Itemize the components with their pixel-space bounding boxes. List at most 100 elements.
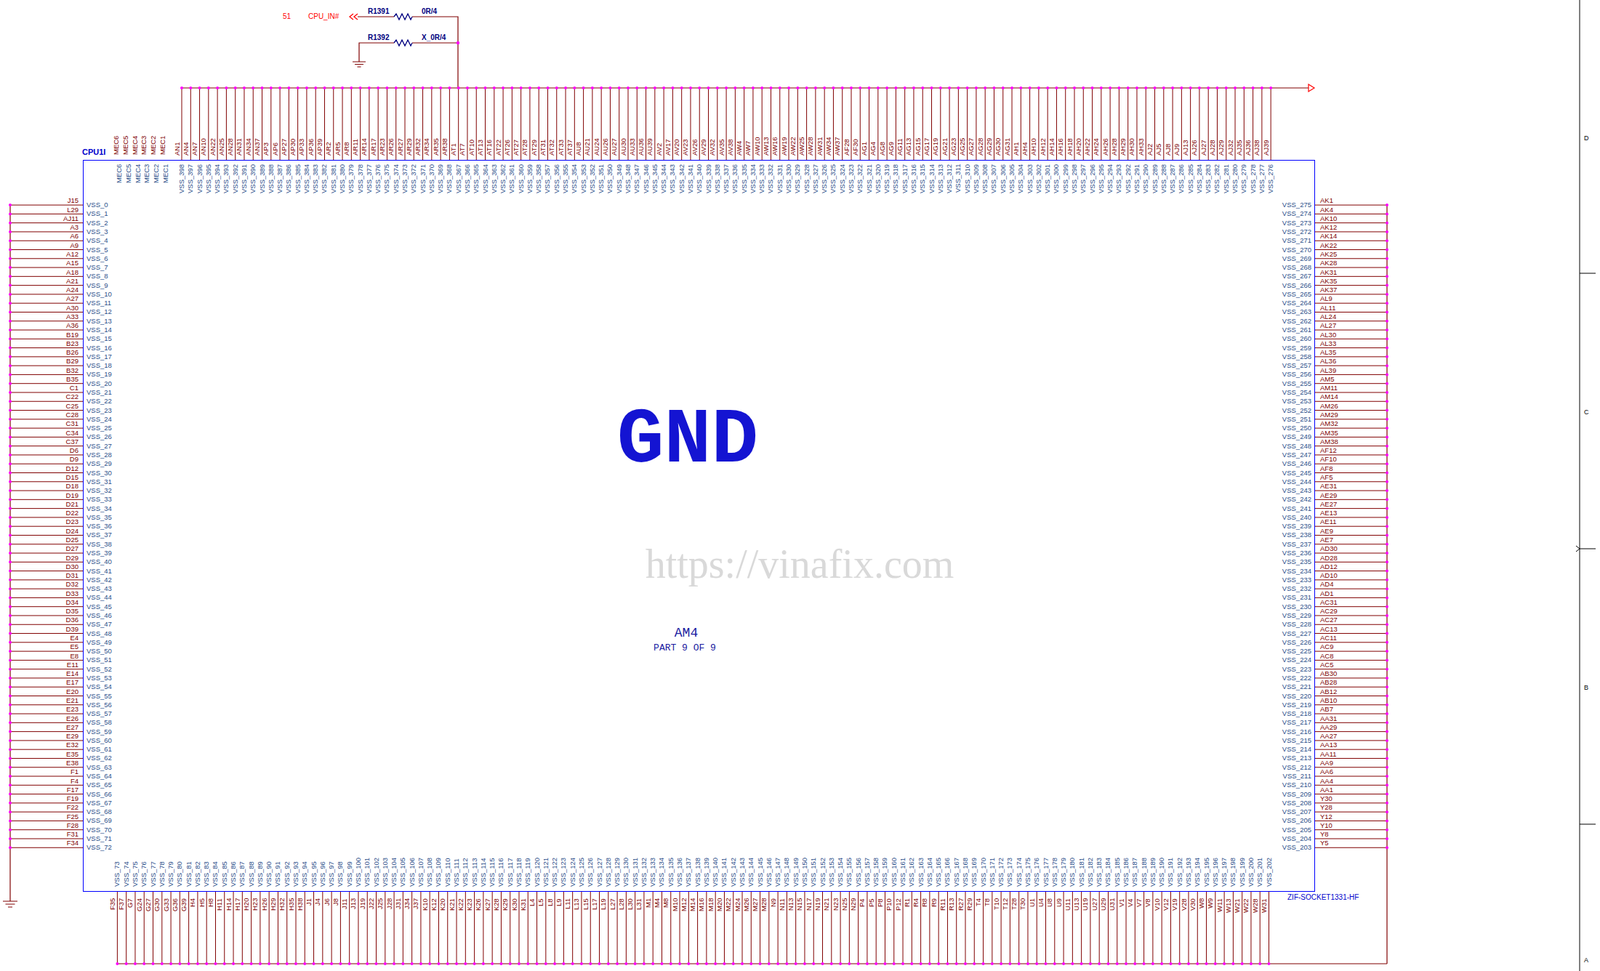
pin-wire xyxy=(1315,293,1388,295)
pin-name: VSS_297 xyxy=(1079,164,1087,194)
junction-dot xyxy=(1017,962,1021,966)
junction-dot xyxy=(1385,730,1389,734)
pin-name: VSS_220 xyxy=(1282,692,1312,701)
ball-name: H17 xyxy=(234,898,242,911)
pin-wire xyxy=(10,445,83,447)
junction-dot xyxy=(1249,962,1253,966)
pin-name: VSS_121 xyxy=(542,857,550,887)
pin-name: VSS_284 xyxy=(1195,164,1204,194)
pin-name: VSS_370 xyxy=(428,164,436,194)
ball-name: AG21 xyxy=(941,138,949,156)
pin-name: VSS_0 xyxy=(86,201,109,209)
ball-name: H11 xyxy=(215,898,224,911)
junction-dot xyxy=(473,962,477,966)
pin-wire xyxy=(10,740,83,741)
pin-name: VSS_162 xyxy=(907,857,916,887)
junction-dot xyxy=(8,257,12,261)
pin-name: VSS_335 xyxy=(740,164,749,194)
pin-wire xyxy=(10,668,83,670)
ball-name: P5 xyxy=(867,898,876,908)
pin-name: VSS_62 xyxy=(86,754,112,762)
ball-name: A24 xyxy=(66,286,79,294)
junction-dot xyxy=(983,86,987,90)
pin-name: VSS_223 xyxy=(1282,665,1312,674)
junction-dot xyxy=(356,962,360,966)
pin-name: VSS_144 xyxy=(747,857,755,887)
junction-dot xyxy=(1385,284,1389,288)
junction-dot xyxy=(892,962,896,966)
pin-name: VSS_119 xyxy=(524,858,532,887)
pin-wire xyxy=(10,240,83,242)
ball-name: AH33 xyxy=(1137,138,1145,156)
junction-dot xyxy=(151,962,155,966)
ball-name: AE13 xyxy=(1320,509,1337,517)
ball-name: U29 xyxy=(1099,898,1108,911)
junction-dot xyxy=(8,587,12,591)
pin-name: VSS_173 xyxy=(1006,857,1014,887)
ball-name: R4 xyxy=(912,898,920,908)
pin-name: VSS_331 xyxy=(776,164,784,194)
ball-name: U1 xyxy=(1028,898,1036,908)
pin-name: VSS_340 xyxy=(695,164,703,194)
ball-name: U4 xyxy=(1037,898,1045,908)
pin-name: VSS_386 xyxy=(284,164,293,194)
pin-name: VSS_385 xyxy=(294,164,302,194)
pin-name: VSS_56 xyxy=(86,701,112,709)
pin-name: VSS_277 xyxy=(1258,164,1266,194)
junction-dot xyxy=(642,962,646,966)
junction-dot xyxy=(849,86,853,90)
pin-name: VSS_226 xyxy=(1282,638,1312,647)
pin-name: VSS_134 xyxy=(657,857,666,887)
ball-name: L4 xyxy=(528,898,536,907)
pin-wire xyxy=(10,838,83,839)
junction-dot xyxy=(1195,962,1199,966)
pin-wire xyxy=(10,597,83,599)
ball-name: J31 xyxy=(394,898,402,910)
ball-name: AG29 xyxy=(985,138,994,156)
ground-symbol xyxy=(352,61,366,67)
junction-dot xyxy=(1044,962,1048,966)
pin-name: VSS_349 xyxy=(615,164,623,194)
junction-dot xyxy=(1026,962,1030,966)
zone-letter: A xyxy=(1584,957,1589,965)
junction-dot xyxy=(1385,587,1389,591)
ball-name: AC31 xyxy=(1320,599,1338,607)
junction-dot xyxy=(394,86,398,90)
junction-dot xyxy=(778,86,782,90)
pin-wire xyxy=(10,499,83,501)
pin-wire xyxy=(10,633,83,634)
junction-dot xyxy=(294,962,298,966)
ball-name: D33 xyxy=(66,590,79,598)
pin-name: VSS_148 xyxy=(782,857,791,887)
junction-dot xyxy=(8,721,12,725)
ball-name: G33 xyxy=(162,898,171,912)
pin-name: VSS_198 xyxy=(1229,857,1237,887)
pin-name: VSS_101 xyxy=(363,857,371,887)
ball-name: AA27 xyxy=(1320,732,1337,741)
junction-dot xyxy=(660,962,663,966)
pin-wire xyxy=(10,204,83,206)
pin-name: VSS_234 xyxy=(1282,567,1312,576)
package-name: AM4 xyxy=(674,626,698,640)
junction-dot xyxy=(8,364,12,368)
pin-name: VSS_263 xyxy=(1282,308,1312,316)
ball-name: D24 xyxy=(66,527,79,536)
ball-name: AJ35 xyxy=(1235,139,1244,156)
ball-name: AG31 xyxy=(1003,138,1012,156)
ball-name: AG13 xyxy=(905,138,913,156)
pin-wire xyxy=(10,463,83,465)
junction-dot xyxy=(1385,453,1389,457)
pin-name: VSS_390 xyxy=(249,164,257,194)
ball-name: AR35 xyxy=(432,138,440,156)
pin-name: VSS_112 xyxy=(461,858,469,887)
pin-name: VSS_126 xyxy=(586,857,594,887)
pin-wire xyxy=(1315,553,1388,554)
pin-name: VSS_21 xyxy=(86,388,112,397)
ball-name: AA31 xyxy=(1320,715,1337,723)
junction-dot xyxy=(947,86,951,90)
ball-name: J1 xyxy=(305,898,313,906)
pin-name: VSS_137 xyxy=(684,857,693,887)
pin-name: VSS_63 xyxy=(86,764,112,772)
junction-dot xyxy=(1385,248,1389,252)
ball-name: N29 xyxy=(849,898,858,911)
